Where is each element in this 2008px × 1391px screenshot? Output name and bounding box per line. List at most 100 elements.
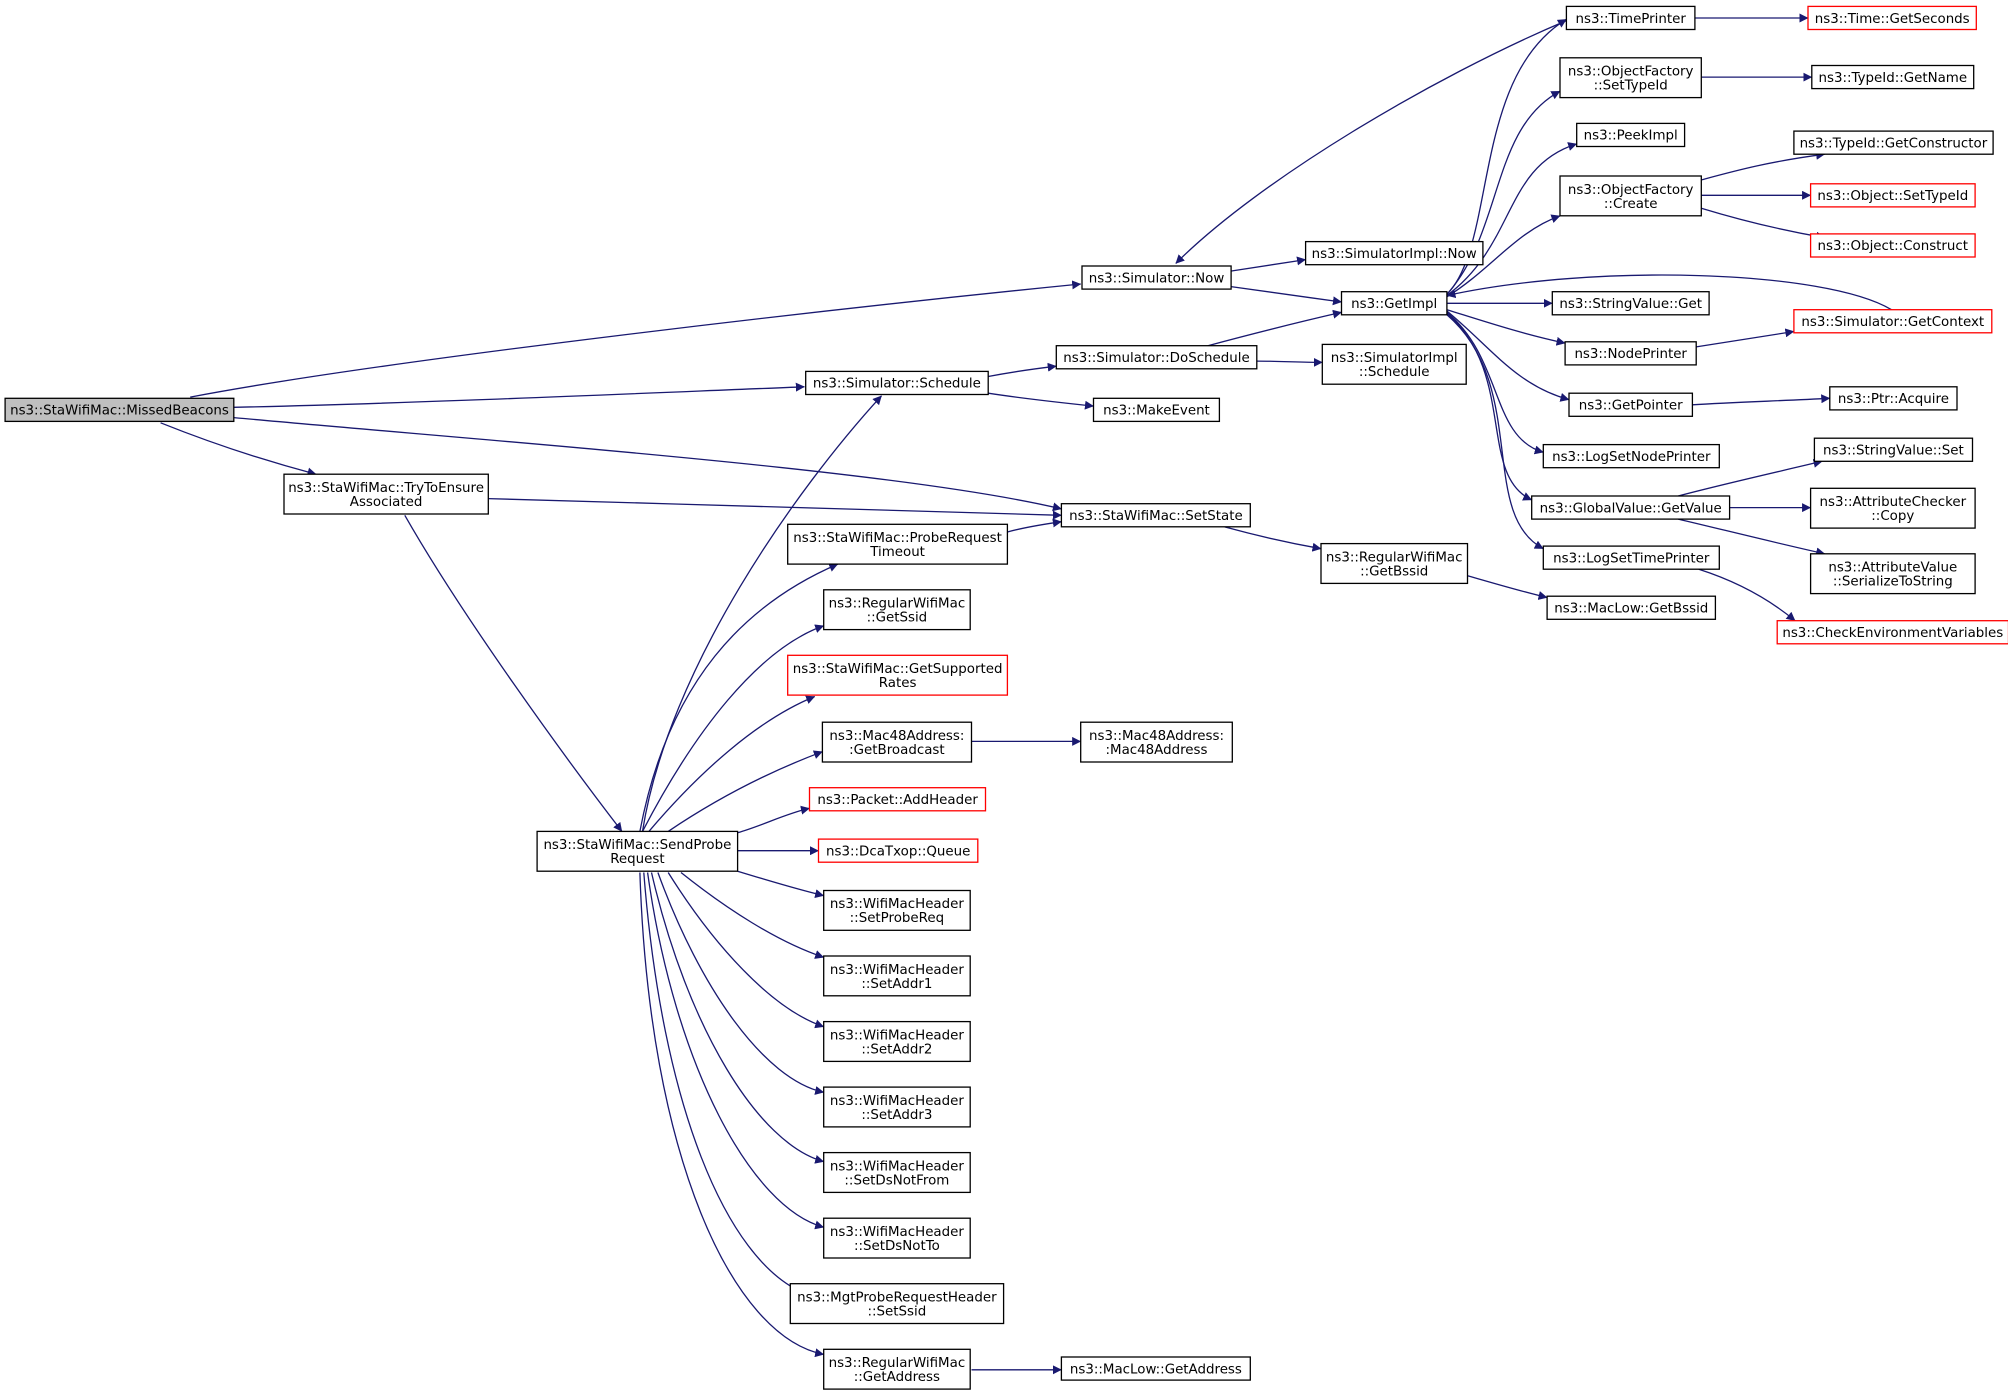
- node-label: ns3::Mac48Address:: [829, 729, 964, 744]
- node-typeid-get-ctor[interactable]: ns3::TypeId::GetConstructor: [1793, 130, 1994, 155]
- node-box: [1809, 553, 1976, 595]
- node-label: ::SerializeToString: [1833, 575, 1953, 590]
- node-set-addr1[interactable]: ns3::WifiMacHeader::SetAddr1: [823, 955, 971, 997]
- edge-time-printer-to-sim-now: [1175, 20, 1567, 264]
- node-sim-now[interactable]: ns3::Simulator::Now: [1081, 265, 1232, 290]
- edge-send-probe-to-rw-get-address: [639, 872, 825, 1358]
- node-maclow-get-bssid[interactable]: ns3::MacLow::GetBssid: [1546, 595, 1717, 620]
- node-simimpl-now[interactable]: ns3::SimulatorImpl::Now: [1304, 240, 1484, 266]
- node-rw-get-address[interactable]: ns3::RegularWifiMac::GetAddress: [823, 1348, 971, 1390]
- node-box: [1531, 495, 1731, 520]
- node-of-set-typeid[interactable]: ns3::ObjectFactory::SetTypeId: [1559, 57, 1702, 99]
- node-node-printer[interactable]: ns3::NodePrinter: [1564, 341, 1697, 366]
- node-label: ::SetSsid: [868, 1304, 927, 1319]
- node-mac48-ctor[interactable]: ns3::Mac48Address::Mac48Address: [1080, 721, 1233, 763]
- node-box: [1809, 183, 1976, 208]
- node-get-impl[interactable]: ns3::GetImpl: [1340, 291, 1448, 316]
- node-label: ::Copy: [1871, 509, 1914, 524]
- node-time-get-seconds[interactable]: ns3::Time::GetSeconds: [1807, 5, 1977, 31]
- node-label: ns3::GetPointer: [1579, 399, 1683, 414]
- node-get-broadcast[interactable]: ns3::Mac48Address::GetBroadcast: [821, 721, 973, 763]
- node-make-event[interactable]: ns3::MakeEvent: [1092, 397, 1221, 423]
- node-label: ns3::Simulator::GetContext: [1801, 315, 1984, 330]
- node-label: ns3::StringValue::Set: [1823, 444, 1964, 459]
- node-sim-schedule[interactable]: ns3::Simulator::Schedule: [805, 370, 989, 396]
- node-string-get[interactable]: ns3::StringValue::Get: [1551, 291, 1710, 316]
- node-label: ns3::StringValue::Get: [1559, 297, 1702, 312]
- node-peek-impl[interactable]: ns3::PeekImpl: [1576, 122, 1686, 148]
- node-box: [817, 838, 979, 863]
- node-box: [1568, 392, 1694, 417]
- edge-send-probe-to-set-addr1: [680, 871, 825, 959]
- node-add-header[interactable]: ns3::Packet::AddHeader: [808, 787, 987, 812]
- node-attr-value-serialize[interactable]: ns3::AttributeValue::SerializeToString: [1809, 553, 1976, 595]
- node-log-set-node-printer[interactable]: ns3::LogSetNodePrinter: [1542, 443, 1720, 469]
- node-box: [1321, 343, 1467, 385]
- edge-send-probe-to-add-header: [737, 805, 810, 834]
- node-rw-get-bssid[interactable]: ns3::RegularWifiMac::GetBssid: [1320, 542, 1469, 585]
- node-do-schedule[interactable]: ns3::Simulator::DoSchedule: [1055, 345, 1258, 370]
- node-simimpl-schedule[interactable]: ns3::SimulatorImpl::Schedule: [1321, 343, 1467, 385]
- node-box: [1829, 386, 1958, 411]
- node-box: [823, 955, 971, 997]
- node-box: [789, 1283, 1005, 1325]
- node-missed-beacons[interactable]: ns3::StaWifiMac::MissedBeacons: [4, 397, 235, 423]
- node-get-ssid[interactable]: ns3::RegularWifiMac::GetSsid: [823, 589, 971, 631]
- node-mgt-set-ssid[interactable]: ns3::MgtProbeRequestHeader::SetSsid: [789, 1283, 1005, 1325]
- node-label: ns3::SimulatorImpl: [1331, 351, 1458, 366]
- node-box: [1060, 1356, 1251, 1381]
- node-check-env-vars[interactable]: ns3::CheckEnvironmentVariables: [1776, 620, 2008, 645]
- node-label: ns3::Ptr::Acquire: [1838, 392, 1949, 407]
- node-set-addr3[interactable]: ns3::WifiMacHeader::SetAddr3: [823, 1086, 971, 1128]
- node-label: ::GetAddress: [854, 1370, 940, 1385]
- node-box: [1060, 503, 1251, 528]
- node-box: [1542, 545, 1720, 570]
- node-box: [787, 654, 1009, 696]
- edge-gv-get-value-to-attr-value-serialize: [1678, 518, 1826, 557]
- node-gv-get-value[interactable]: ns3::GlobalValue::GetValue: [1531, 495, 1731, 520]
- node-label: ::GetSsid: [867, 611, 928, 626]
- node-set-probe-req[interactable]: ns3::WifiMacHeader::SetProbeReq: [823, 889, 971, 931]
- node-box: [823, 1217, 971, 1259]
- node-box: [1564, 341, 1697, 366]
- node-label: ns3::WifiMacHeader: [830, 1225, 964, 1240]
- node-attr-checker-copy[interactable]: ns3::AttributeChecker::Copy: [1809, 487, 1976, 529]
- edge-sim-now-to-get-impl: [1230, 285, 1342, 306]
- node-string-set[interactable]: ns3::StringValue::Set: [1813, 437, 1974, 462]
- node-object-set-typeid[interactable]: ns3::Object::SetTypeId: [1809, 183, 1976, 208]
- node-box: [1546, 595, 1717, 620]
- edge-get-pointer-to-ptr-acquire: [1692, 394, 1831, 406]
- node-set-state[interactable]: ns3::StaWifiMac::SetState: [1060, 503, 1251, 528]
- node-log-set-time-printer[interactable]: ns3::LogSetTimePrinter: [1542, 545, 1720, 570]
- node-typeid-get-name[interactable]: ns3::TypeId::GetName: [1811, 64, 1975, 90]
- node-maclow-get-address[interactable]: ns3::MacLow::GetAddress: [1060, 1356, 1251, 1381]
- node-label: ns3::RegularWifiMac: [1326, 550, 1463, 565]
- node-of-create[interactable]: ns3::ObjectFactory::Create: [1559, 175, 1702, 217]
- node-object-construct[interactable]: ns3::Object::Construct: [1809, 233, 1976, 258]
- node-dca-queue[interactable]: ns3::DcaTxop::Queue: [817, 838, 979, 863]
- node-label: ns3::TypeId::GetName: [1818, 71, 1967, 86]
- node-set-addr2[interactable]: ns3::WifiMacHeader::SetAddr2: [823, 1020, 971, 1063]
- node-label: ns3::CheckEnvironmentVariables: [1782, 626, 2003, 641]
- node-set-ds-not-to[interactable]: ns3::WifiMacHeader::SetDsNotTo: [823, 1217, 971, 1259]
- node-sim-get-context[interactable]: ns3::Simulator::GetContext: [1793, 309, 1993, 334]
- node-ptr-acquire[interactable]: ns3::Ptr::Acquire: [1829, 386, 1958, 411]
- edge-send-probe-to-sim-schedule: [641, 395, 882, 832]
- node-set-ds-not-from[interactable]: ns3::WifiMacHeader::SetDsNotFrom: [823, 1151, 971, 1194]
- edge-missed-beacons-to-sim-now: [190, 280, 1082, 398]
- node-get-pointer[interactable]: ns3::GetPointer: [1568, 392, 1694, 417]
- node-box: [1576, 122, 1686, 148]
- node-label: ns3::AttributeChecker: [1820, 495, 1967, 510]
- node-box: [1055, 345, 1258, 370]
- edge-send-probe-to-set-ds-not-to: [646, 872, 825, 1230]
- node-label: ns3::WifiMacHeader: [830, 897, 964, 912]
- node-time-printer[interactable]: ns3::TimePrinter: [1565, 5, 1696, 31]
- edge-try-to-ensure-to-set-state: [488, 497, 1062, 520]
- node-label: ::SetAddr1: [861, 977, 932, 992]
- edge-send-probe-to-probe-timeout: [639, 563, 839, 832]
- edge-send-probe-to-get-ssid: [641, 624, 825, 832]
